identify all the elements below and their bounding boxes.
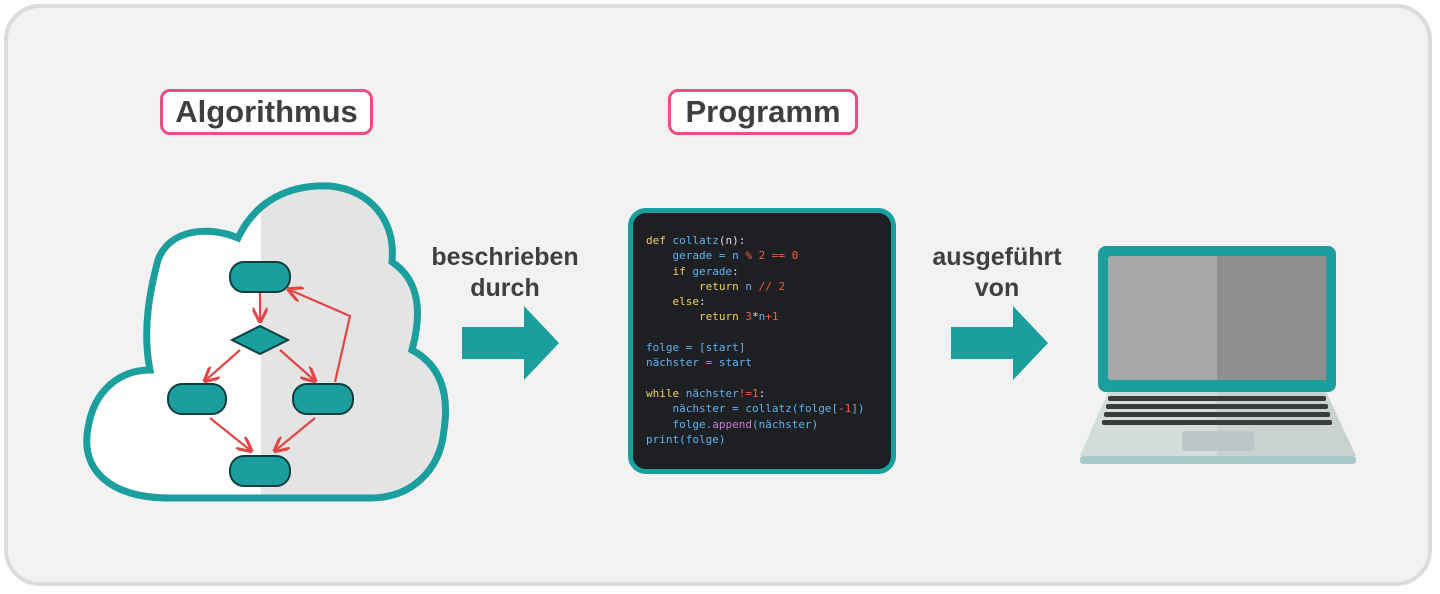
code-token: else	[646, 295, 699, 309]
arrow-label-executed-by: ausgeführt von	[897, 242, 1097, 304]
code-line	[646, 371, 891, 386]
code-token: nächster	[685, 386, 739, 400]
code-line: def collatz(n):	[646, 233, 891, 248]
flowchart-right-node	[292, 383, 354, 415]
code-token: (nächster)	[751, 417, 819, 431]
code-line: nächster = collatz(folge[-1])	[646, 401, 891, 416]
code-line: print(folge)	[646, 432, 891, 447]
code-token: 3	[745, 310, 752, 324]
arrow-label-described-by: beschrieben durch	[405, 242, 605, 304]
flowchart-left-node	[167, 383, 227, 415]
code-token: return	[646, 310, 746, 324]
code-line: while nächster!=1:	[646, 386, 891, 401]
code-token: ])	[851, 402, 865, 416]
code-token: :	[698, 295, 706, 309]
code-line: nächster = start	[646, 355, 891, 370]
code-line: else:	[646, 294, 891, 309]
flowchart-start-node	[229, 261, 291, 293]
code-token: :	[732, 264, 739, 278]
arrow-right-icon	[462, 306, 559, 380]
code-token: (folge[	[791, 402, 839, 416]
code-token: gerade	[692, 264, 733, 278]
laptop-icon	[1080, 246, 1356, 464]
code-token: folge	[646, 417, 706, 431]
code-token: collatz	[745, 402, 792, 416]
code-line: return 3*n+1	[646, 309, 891, 324]
code-token: def	[646, 234, 673, 247]
code-token: +1	[765, 310, 779, 324]
code-token: n	[745, 279, 759, 293]
code-line: if gerade:	[646, 264, 891, 279]
code-token: (folge)	[679, 432, 726, 446]
code-line: gerade = n % 2 == 0	[646, 248, 891, 263]
code-token: while	[646, 386, 686, 400]
code-line: return n // 2	[646, 279, 891, 294]
described-by-line-2: durch	[470, 274, 540, 302]
code-token: (n):	[718, 234, 746, 247]
code-token: if	[646, 264, 693, 278]
flowchart-decision-node	[229, 324, 291, 356]
executed-by-line-2: von	[974, 274, 1020, 302]
code-token: *	[751, 310, 759, 324]
code-token: folge = [start]	[646, 341, 746, 355]
code-token: gerade = n	[646, 249, 746, 263]
code-token: n	[758, 310, 766, 324]
program-label: Programm	[668, 89, 858, 135]
executed-by-line-1: ausgeführt	[932, 243, 1062, 271]
described-by-line-1: beschrieben	[431, 243, 579, 271]
code-token: return	[646, 279, 746, 293]
cloud-outline	[83, 182, 449, 502]
code-token: collatz	[672, 234, 719, 247]
algorithm-label: Algorithmus	[160, 89, 373, 135]
code-token: nächster = start	[646, 356, 752, 370]
flowchart-end-node	[229, 455, 291, 487]
code-token: .append	[705, 417, 752, 431]
algorithm-cloud-illustration	[83, 182, 449, 502]
code-token: print	[646, 432, 680, 446]
code-token: // 2	[758, 279, 786, 293]
code-token: :	[758, 386, 766, 400]
code-token: -1	[838, 402, 852, 416]
code-line: folge.append(nächster)	[646, 417, 891, 432]
code-token: % 2 == 0	[745, 249, 799, 263]
arrow-right-icon	[951, 306, 1048, 380]
code-line: folge = [start]	[646, 340, 891, 355]
code-token: nächster =	[646, 402, 746, 416]
code-line	[646, 325, 891, 340]
code-panel: def collatz(n): gerade = n % 2 == 0 if g…	[628, 208, 896, 474]
code-token: !=1	[738, 386, 759, 400]
